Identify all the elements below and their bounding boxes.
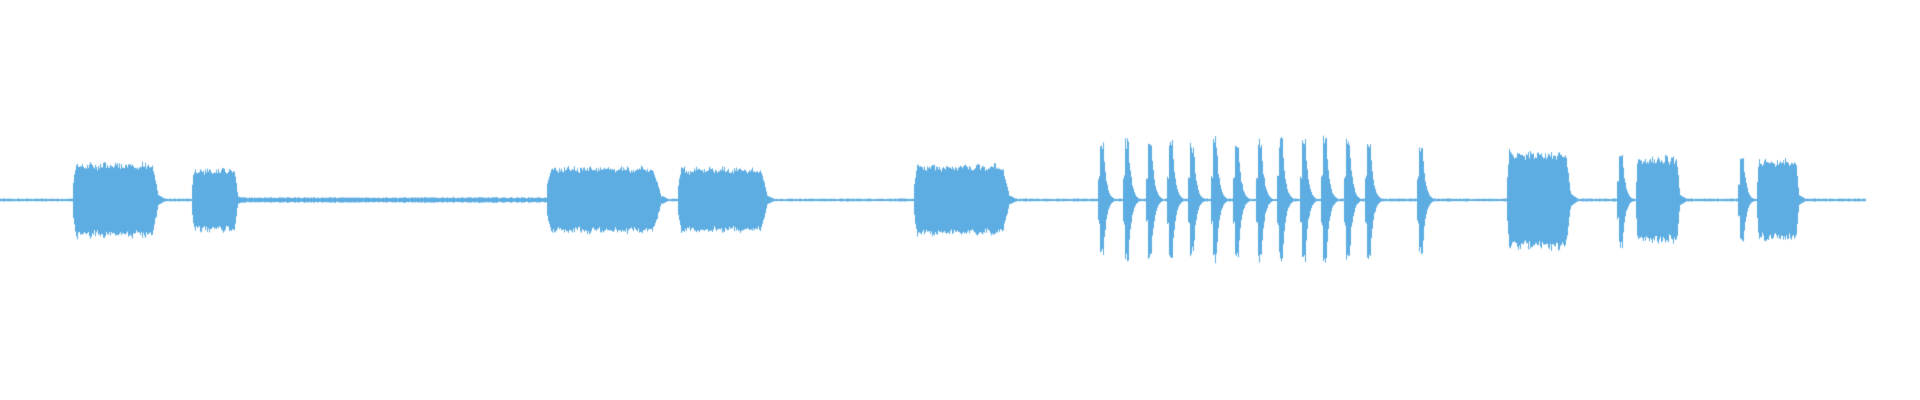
audio-waveform[interactable] <box>0 0 1920 400</box>
